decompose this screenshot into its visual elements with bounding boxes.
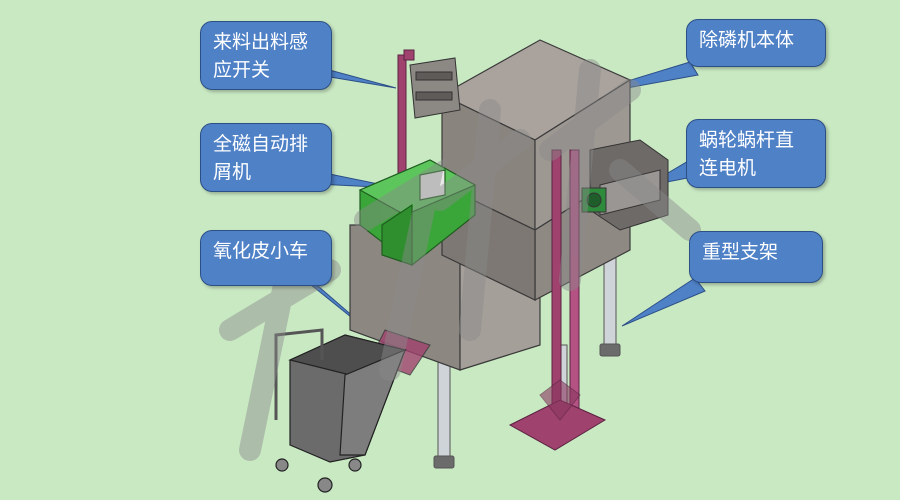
callout-worm-motor: 蜗轮蜗杆直 连电机 — [686, 119, 826, 188]
callout-heavy-frame-line1: 重型支架 — [702, 241, 779, 263]
feed-sensor-bracket — [409, 57, 461, 119]
callout-magnetic-chip: 全磁自动排 屑机 — [200, 123, 332, 192]
oxide-cart — [274, 328, 407, 493]
magnetic-chip-conveyor — [358, 159, 477, 266]
callout-feed-sensor-line2: 应开关 — [213, 59, 271, 81]
callout-oxide-cart-line1: 氧化皮小车 — [213, 240, 309, 262]
callout-oxide-cart: 氧化皮小车 — [200, 230, 332, 286]
callout-magnetic-chip-line2: 屑机 — [213, 161, 252, 183]
worm-gear-motor — [581, 139, 669, 231]
callout-worm-motor-line1: 蜗轮蜗杆直 — [699, 129, 795, 151]
pointer-heavy-frame — [621, 277, 706, 327]
callout-heavy-frame: 重型支架 — [689, 231, 823, 283]
callout-dephos-body: 除磷机本体 — [686, 19, 826, 67]
callout-magnetic-chip-line1: 全磁自动排 — [213, 133, 309, 155]
callout-feed-sensor: 来料出料感 应开关 — [200, 21, 332, 90]
callout-dephos-body-line1: 除磷机本体 — [699, 29, 795, 51]
callout-worm-motor-line2: 连电机 — [699, 157, 757, 179]
callout-feed-sensor-line1: 来料出料感 — [213, 31, 309, 53]
